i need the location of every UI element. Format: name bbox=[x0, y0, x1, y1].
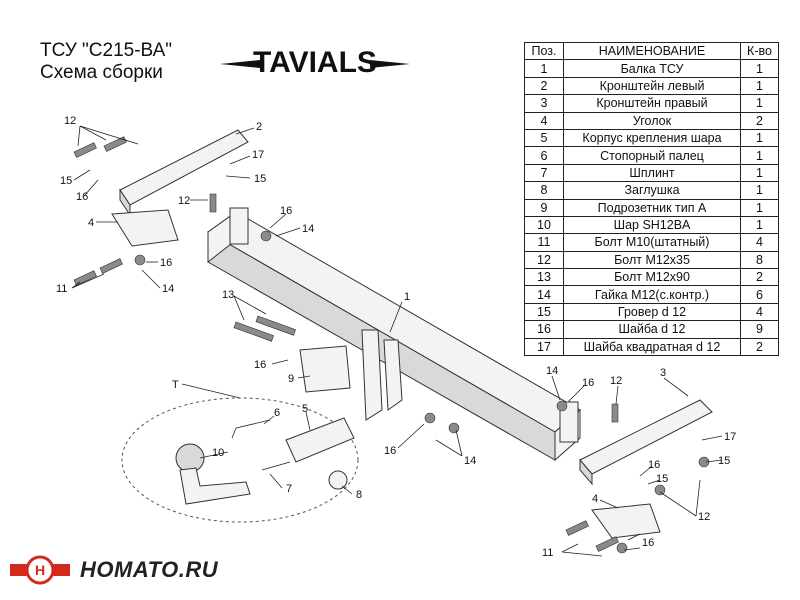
label-12: 12 bbox=[64, 115, 76, 127]
label-8: 8 bbox=[356, 489, 362, 501]
tow-ball bbox=[175, 443, 205, 473]
tavials-logo: TAVIALS bbox=[220, 46, 410, 79]
label-13: 13 bbox=[222, 289, 234, 301]
cell-qty: 2 bbox=[740, 337, 779, 357]
label-16: 16 bbox=[648, 459, 660, 471]
drawing-title: ТСУ "С215-ВА" Схема сборки bbox=[40, 40, 172, 84]
angle-right bbox=[591, 503, 661, 539]
socket-bracket bbox=[299, 345, 351, 393]
label-14: 14 bbox=[162, 283, 174, 295]
label-3: 3 bbox=[660, 367, 666, 379]
cell-pos: 10 bbox=[524, 215, 564, 235]
site-logo: Н HOMATO.RU bbox=[8, 552, 218, 588]
header-qty: К-во bbox=[740, 41, 779, 61]
cell-qty: 1 bbox=[740, 146, 779, 165]
label-16: 16 bbox=[384, 445, 396, 457]
label-6: 6 bbox=[274, 407, 280, 419]
angle-left bbox=[111, 209, 179, 247]
label-17: 17 bbox=[724, 431, 736, 443]
label-2: 2 bbox=[256, 121, 262, 133]
plug bbox=[328, 470, 348, 490]
label-12: 12 bbox=[698, 511, 710, 523]
title-model: ТСУ "С215-ВА" bbox=[40, 40, 172, 61]
label-16: 16 bbox=[280, 205, 292, 217]
label-15: 15 bbox=[60, 175, 72, 187]
leader-lines bbox=[71, 125, 723, 557]
fasteners bbox=[73, 136, 710, 554]
label-7: 7 bbox=[286, 483, 292, 495]
site-logo-text: HOMATO.RU bbox=[80, 557, 219, 582]
cell-name: Болт М12х35 bbox=[563, 250, 741, 270]
label-15: 15 bbox=[254, 173, 266, 185]
label-14: 14 bbox=[464, 455, 476, 467]
label-4: 4 bbox=[592, 493, 598, 505]
label-14: 14 bbox=[302, 223, 314, 235]
cell-name: Шайба квадратная d 12 bbox=[563, 337, 741, 357]
cell-qty: 6 bbox=[740, 285, 779, 304]
label-12: 12 bbox=[178, 195, 190, 207]
cell-qty: 4 bbox=[740, 302, 779, 322]
label-16: 16 bbox=[254, 359, 266, 371]
svg-text:Н: Н bbox=[35, 562, 45, 578]
label-9: 9 bbox=[288, 373, 294, 385]
cell-pos: 15 bbox=[524, 302, 564, 322]
ball-housing bbox=[285, 417, 355, 463]
header-pos: Поз. bbox=[524, 41, 564, 61]
cell-name: Гровер d 12 bbox=[563, 302, 741, 322]
label-16: 16 bbox=[582, 377, 594, 389]
label-group-T: Т bbox=[172, 379, 179, 391]
cell-qty: 1 bbox=[740, 76, 779, 96]
position-labels: 1 2 3 4 4 5 6 7 8 9 10 11 11 12 12 12 12… bbox=[56, 115, 736, 559]
label-15: 15 bbox=[656, 473, 668, 485]
homato-emblem-icon: Н bbox=[10, 555, 70, 585]
label-1: 1 bbox=[404, 291, 410, 303]
label-10: 10 bbox=[212, 447, 224, 459]
title-subtitle: Схема сборки bbox=[40, 62, 163, 83]
ball-assembly-group bbox=[121, 397, 359, 523]
label-11: 11 bbox=[542, 547, 553, 559]
label-12: 12 bbox=[610, 375, 622, 387]
cell-name: Корпус крепления шара bbox=[563, 128, 741, 148]
label-16: 16 bbox=[76, 191, 88, 203]
svg-text:TAVIALS: TAVIALS bbox=[253, 46, 377, 79]
right-bracket bbox=[579, 399, 713, 475]
hitch-plates bbox=[361, 329, 403, 421]
left-bracket bbox=[119, 129, 249, 206]
label-5: 5 bbox=[302, 403, 308, 415]
label-14: 14 bbox=[546, 365, 558, 377]
label-17: 17 bbox=[252, 149, 264, 161]
label-15: 15 bbox=[718, 455, 730, 467]
label-4: 4 bbox=[88, 217, 94, 229]
label-16: 16 bbox=[160, 257, 172, 269]
label-11: 11 bbox=[56, 283, 67, 295]
label-16: 16 bbox=[642, 537, 654, 549]
